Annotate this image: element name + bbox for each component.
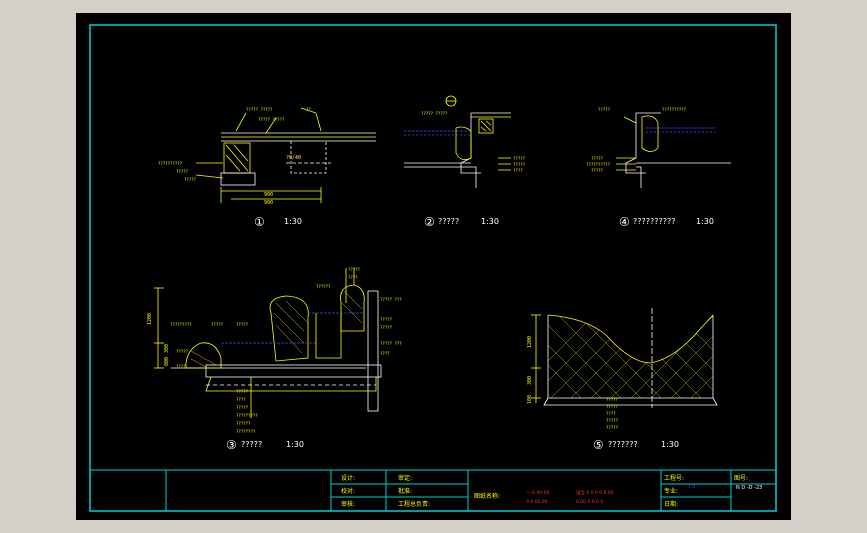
d1-dim-c: ?0/40 [286, 155, 301, 161]
detail-4-leader-labels: ??????????????? ???????????????????? [586, 107, 687, 173]
d1-dim-b: 900 [264, 200, 273, 206]
detail-1-section [195, 107, 376, 203]
tb-discipline: 专业: [664, 487, 678, 495]
tb-red-4: 0.00 0 0 0 0 [576, 499, 603, 505]
svg-text:?????: ????? [606, 404, 619, 409]
svg-text:????? ???: ????? ??? [380, 297, 402, 302]
svg-text:??????: ?????? [236, 421, 251, 426]
svg-text:??????????: ?????????? [662, 107, 687, 112]
tb-red-2: 0.0 00 00 [526, 499, 548, 505]
d4-number: ④ [619, 215, 630, 229]
detail-2-section [404, 112, 511, 188]
tb-checker: 校对: [341, 487, 355, 495]
d5-number: ⑤ [593, 438, 604, 452]
tb-designer: 设计: [341, 474, 355, 482]
d3-dim-b: 300 [164, 344, 170, 353]
detail-3-section [154, 268, 382, 418]
tb-project-lead: 工程总负责: [398, 500, 430, 508]
tb-date: 日期: [664, 500, 678, 508]
svg-text:????: ???? [236, 397, 246, 402]
tb-approve: 批准: [398, 487, 412, 495]
svg-text:?????????: ????????? [170, 322, 192, 327]
svg-text:?????: ????? [348, 267, 361, 272]
svg-text:????: ???? [380, 351, 390, 356]
detail-5-hatch [548, 315, 713, 398]
d4-scale: 1:30 [696, 217, 714, 226]
svg-text:?????: ????? [236, 389, 249, 394]
svg-text:?????: ????? [591, 156, 604, 161]
svg-text:?????: ????? [598, 107, 611, 112]
tb-project-no: 工程号: [664, 474, 684, 482]
d3-dim-a: 1200 [147, 313, 153, 325]
svg-text:????: ???? [176, 364, 186, 369]
d1-dim-a: 900 [264, 192, 273, 198]
svg-text:??????????: ?????????? [586, 162, 611, 167]
d5-title: ??????? [608, 440, 638, 449]
d5-dim-c: 100 [527, 395, 533, 404]
d2-scale: 1:30 [481, 217, 499, 226]
d5-dim-b: 300 [527, 376, 533, 385]
svg-text:?????: ????? [176, 349, 189, 354]
svg-text:??????????: ?????????? [158, 161, 183, 166]
tb-project-no-value: 1 0 [688, 484, 695, 490]
detail-3-rock-hatch [190, 290, 363, 368]
detail-5-leader-labels: ?????????????? ?????????? [606, 397, 619, 430]
svg-text:????? ?????: ????? ????? [258, 117, 285, 122]
detail-3-leader-labels: ??????????????????? ????????? ??????????… [170, 267, 402, 434]
svg-text:?????: ????? [176, 169, 189, 174]
svg-text:?????: ????? [184, 177, 197, 182]
svg-text:????????: ???????? [236, 429, 256, 434]
d3-scale: 1:30 [286, 440, 304, 449]
tb-reviewer: 审核: [341, 500, 355, 508]
svg-text:?????: ????? [211, 322, 224, 327]
tb-drawing-no-value: N D -D -23 [736, 485, 762, 491]
d3-title: ????? [241, 440, 262, 449]
tb-drawing-name: 图纸名称: [474, 492, 500, 500]
svg-text:?????: ????? [513, 162, 526, 167]
svg-text:?????: ????? [591, 168, 604, 173]
d2-number: ② [424, 215, 435, 229]
d1-number: ① [254, 215, 265, 229]
svg-text:?????: ????? [380, 325, 393, 330]
svg-text:?????: ????? [236, 405, 249, 410]
svg-text:????? ?????: ????? ????? [246, 107, 273, 112]
svg-text:????? ???: ????? ??? [380, 341, 402, 346]
title-block-grid [89, 469, 777, 512]
d5-scale: 1:30 [661, 440, 679, 449]
svg-text:????? ?????: ????? ????? [421, 111, 448, 116]
svg-text:?????????: ????????? [236, 413, 258, 418]
d2-title: ????? [438, 217, 459, 226]
d1-scale: 1:30 [284, 217, 302, 226]
detail-2-leader-labels: ????? ????? ?????????????? [421, 111, 526, 173]
tb-drawing-no: 图号: [734, 475, 748, 482]
d4-title: ?????????? [633, 217, 675, 226]
tb-red-3: 设立.0 0 0 0 0 00 [576, 489, 614, 496]
svg-text:?????: ????? [606, 425, 619, 430]
detail-1-leader-labels: ????? ??????? ????? ????? ??????????????… [158, 107, 311, 182]
svg-text:?????: ????? [513, 156, 526, 161]
tb-red-1: 一 0.A0 00 [526, 490, 549, 496]
d3-number: ③ [226, 438, 237, 452]
detail-2-marker [445, 95, 457, 107]
tb-audit: 审定: [398, 474, 412, 482]
svg-text:?????: ????? [606, 418, 619, 423]
svg-text:?????: ????? [606, 397, 619, 402]
drawing-sheet: 900 900 ?0/40 ????? ??????? ????? ????? … [76, 13, 791, 520]
d5-dim-a: 1200 [527, 336, 533, 348]
detail-4-section [616, 112, 731, 188]
d3-dim-c: 800 [164, 357, 170, 366]
detail-5-section [531, 308, 718, 408]
svg-text:????: ???? [606, 411, 616, 416]
svg-text:?????: ????? [380, 317, 393, 322]
svg-text:????: ???? [513, 168, 523, 173]
cad-drawing: 900 900 ?0/40 ????? ??????? ????? ????? … [89, 24, 777, 512]
svg-text:??: ?? [306, 107, 311, 112]
svg-text:????: ???? [348, 275, 358, 280]
svg-text:?????: ????? [236, 322, 249, 327]
drawing-frame [89, 24, 777, 512]
svg-text:??????: ?????? [316, 284, 331, 289]
